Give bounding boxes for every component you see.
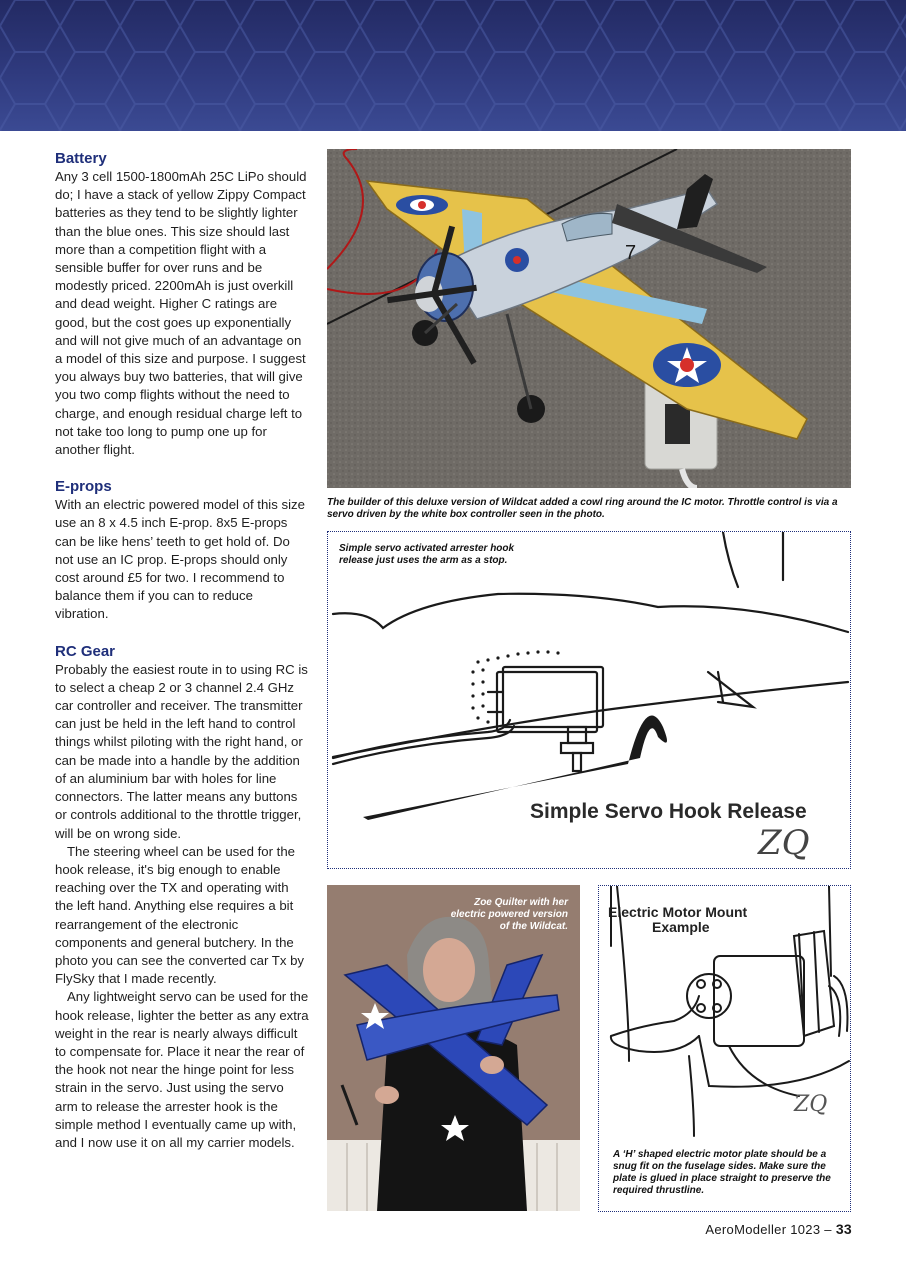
hexagon-pattern (0, 0, 906, 131)
motor-drawing-caption: A ‘H’ shaped electric motor plate should… (613, 1149, 831, 1196)
hook-release-drawing: Simple servo activated arrester hook rel… (327, 531, 851, 869)
rc-gear-paragraph-1: Probably the easiest route in to using R… (55, 661, 308, 841)
motor-line-art: Electric Motor Mount Example ZQ (608, 886, 850, 1137)
article-text-column: Battery Any 3 cell 1500-1800mAh 25C LiPo… (55, 150, 309, 1152)
battery-paragraph: Any 3 cell 1500-1800mAh 25C LiPo should … (55, 169, 307, 458)
tail-number: 7 (625, 242, 636, 264)
hook-line-art: Simple Servo Hook Release ZQ (331, 532, 850, 863)
wildcat-model-photo: 7 (327, 149, 851, 488)
zoe-photo-caption: Zoe Quilter with her electric powered ve… (450, 897, 568, 932)
eprops-heading: E-props (55, 478, 112, 496)
publication-name: AeroModeller 1023 – (705, 1222, 832, 1237)
battery-heading: Battery (55, 150, 107, 167)
hook-drawing-caption: Simple servo activated arrester hook rel… (339, 543, 515, 566)
page-number: 33 (835, 1221, 852, 1237)
page-footer: AeroModeller 1023 –33 (705, 1221, 852, 1237)
hook-drawing-signature: ZQ (757, 823, 810, 863)
rc-gear-paragraph-2: The steering wheel can be used for the h… (55, 843, 305, 987)
motor-drawing-title-line2: Example (652, 919, 710, 935)
header-band (0, 0, 906, 131)
motor-drawing-title-line1: Electric Motor Mount (608, 904, 748, 920)
motor-drawing-signature: ZQ (793, 1092, 827, 1117)
eprops-paragraph: With an electric powered model of this s… (55, 497, 305, 622)
zoe-quilter-photo: Zoe Quilter with her electric powered ve… (327, 885, 580, 1211)
hook-drawing-title: Simple Servo Hook Release (530, 800, 807, 823)
wildcat-photo-caption: The builder of this deluxe version of Wi… (327, 497, 838, 520)
rc-gear-paragraph-3: Any lightweight servo can be used for th… (55, 989, 309, 1150)
motor-mount-drawing: Electric Motor Mount Example ZQ A ‘H’ sh… (598, 885, 851, 1212)
rc-gear-heading: RC Gear (55, 642, 116, 660)
